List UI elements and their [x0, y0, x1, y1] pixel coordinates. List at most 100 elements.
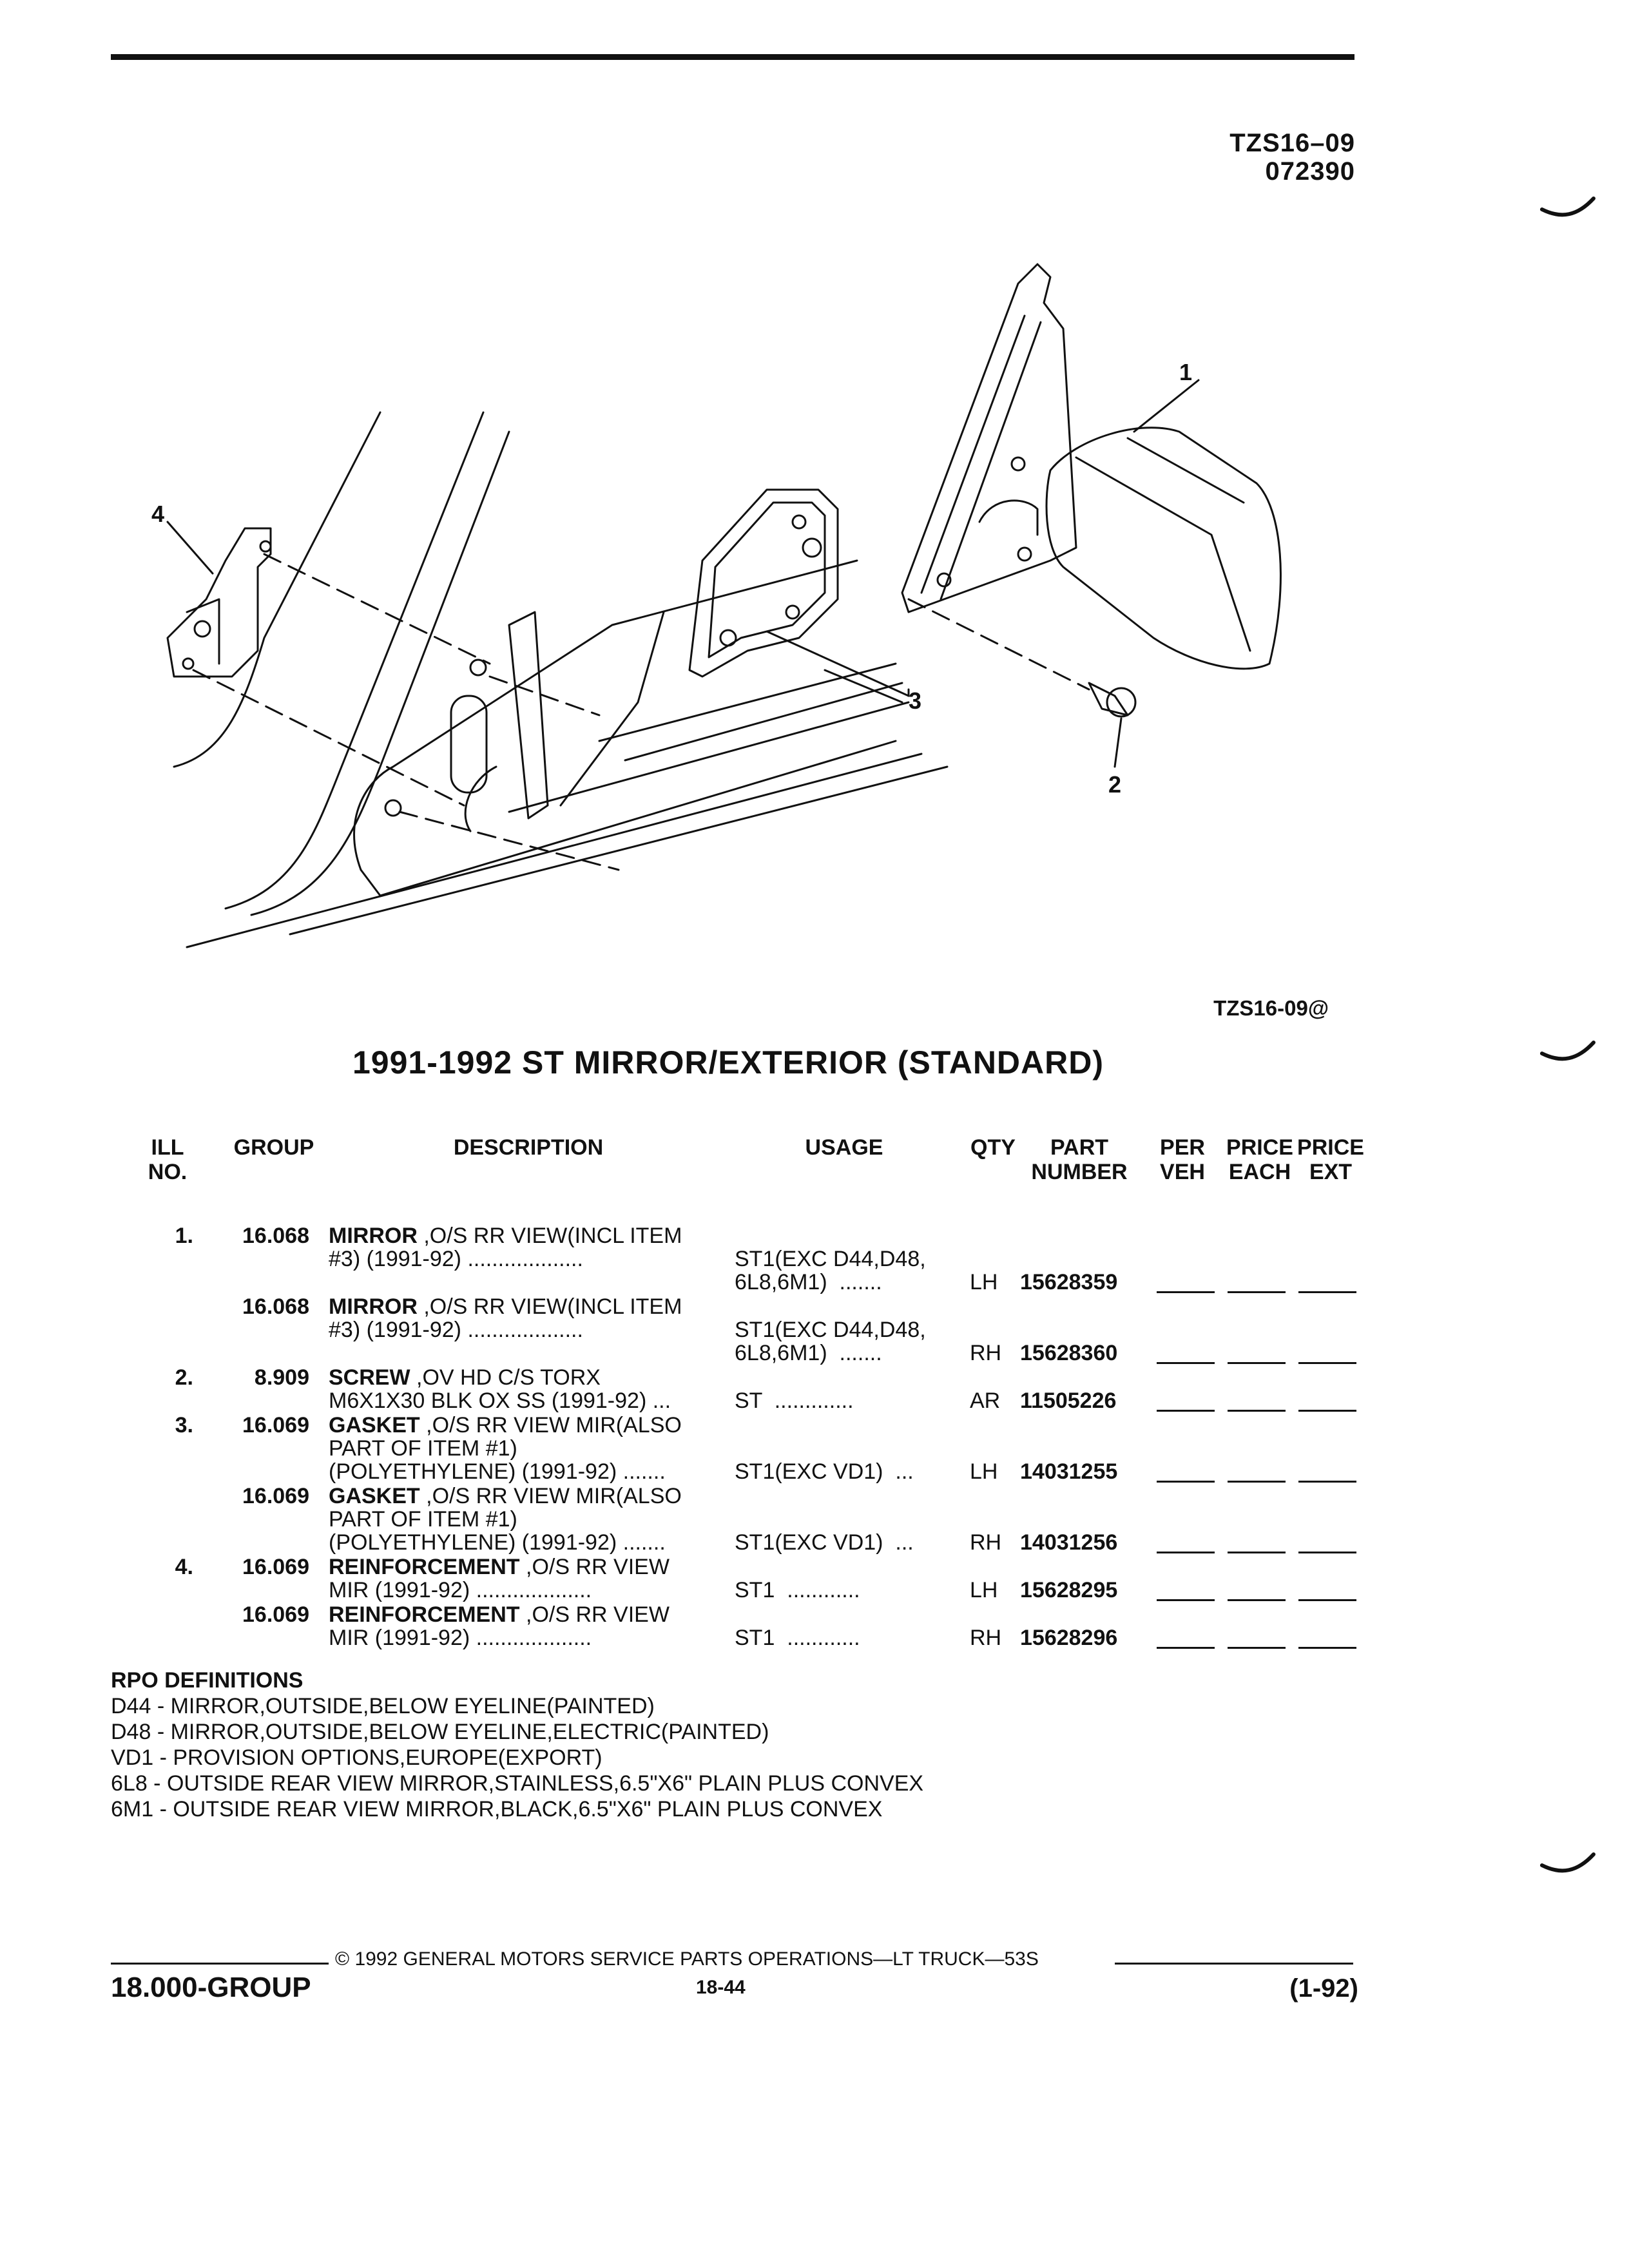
description-text: ,O/S RR VIEW(INCL ITEM: [417, 1224, 682, 1248]
part-number: 11505226: [1020, 1389, 1117, 1413]
per-veh-blank: [1157, 1410, 1215, 1412]
description-line: MIRROR ,O/S RR VIEW(INCL ITEM: [329, 1295, 682, 1318]
callout-1: 1: [1179, 359, 1192, 385]
page-title: 1991-1992 ST MIRROR/EXTERIOR (STANDARD): [0, 1044, 1629, 1081]
part-name: MIRROR: [329, 1224, 418, 1248]
part-name: SCREW: [329, 1365, 410, 1390]
ill-no: 3.: [175, 1413, 193, 1437]
price-each-blank: [1228, 1647, 1286, 1649]
header-usage: USAGE: [805, 1135, 883, 1160]
group-code: 16.069: [242, 1413, 309, 1437]
qty-side: RH: [970, 1341, 1002, 1365]
description-text: ,O/S RR VIEW(INCL ITEM: [417, 1294, 682, 1319]
footer-group: 18.000-GROUP: [111, 1972, 311, 2003]
rpo-item: 6M1 - OUTSIDE REAR VIEW MIRROR,BLACK,6.5…: [111, 1797, 883, 1821]
scan-mark: [1540, 1852, 1595, 1873]
part-number: 15628296: [1020, 1626, 1118, 1650]
per-veh-blank: [1157, 1552, 1215, 1553]
usage-line-2: ST1 ............: [735, 1626, 860, 1650]
description-line-3: (POLYETHYLENE) (1991-92) .......: [329, 1530, 666, 1555]
part-number: 14031255: [1020, 1459, 1118, 1484]
rpo-item: D48 - MIRROR,OUTSIDE,BELOW EYELINE,ELECT…: [111, 1720, 769, 1744]
description-line-2: PART OF ITEM #1): [329, 1436, 517, 1461]
figure-code: TZS16-09@: [1213, 996, 1329, 1020]
ill-no: 1.: [175, 1224, 193, 1248]
price-ext-blank: [1298, 1647, 1356, 1649]
description-text: ,O/S RR VIEW: [519, 1602, 670, 1627]
usage-line-2: ST1 ............: [735, 1578, 860, 1602]
price-each-blank: [1228, 1481, 1286, 1483]
rpo-definitions: RPO DEFINITIONS D44 - MIRROR,OUTSIDE,BEL…: [111, 1667, 923, 1822]
part-name: REINFORCEMENT: [329, 1555, 520, 1579]
header-price-ext: PRICE EXT: [1297, 1135, 1364, 1184]
qty-side: LH: [970, 1578, 998, 1602]
document-code-line2: 072390: [1265, 157, 1355, 186]
scan-mark: [1540, 197, 1595, 217]
part-number: 14031256: [1020, 1530, 1118, 1555]
description-line-2: M6X1X30 BLK OX SS (1991-92) ...: [329, 1389, 671, 1413]
usage-line-2: 6L8,6M1) .......: [735, 1270, 882, 1294]
part-number: 15628295: [1020, 1578, 1118, 1602]
page-title-text: 1991-1992 ST MIRROR/EXTERIOR (STANDARD): [352, 1044, 1104, 1081]
rpo-heading: RPO DEFINITIONS: [111, 1668, 304, 1693]
description-line: GASKET ,O/S RR VIEW MIR(ALSO: [329, 1414, 682, 1437]
price-each-blank: [1228, 1552, 1286, 1553]
usage-line-2: ST1(EXC VD1) ...: [735, 1459, 914, 1484]
price-each-blank: [1228, 1599, 1286, 1601]
exploded-mirror-illustration: 1 2 3 4: [151, 263, 1282, 948]
description-line: REINFORCEMENT ,O/S RR VIEW: [329, 1555, 670, 1579]
description-text: ,OV HD C/S TORX: [410, 1365, 601, 1390]
callout-2: 2: [1108, 771, 1121, 798]
price-each-blank: [1228, 1291, 1286, 1293]
top-rule: [111, 54, 1354, 60]
part-number: 15628360: [1020, 1341, 1118, 1365]
ill-no: 2.: [175, 1365, 193, 1390]
per-veh-blank: [1157, 1362, 1215, 1364]
part-name: GASKET: [329, 1413, 420, 1437]
usage-line-2: ST .............: [735, 1389, 854, 1413]
scan-mark: [1540, 1041, 1595, 1061]
rpo-item: D44 - MIRROR,OUTSIDE,BELOW EYELINE(PAINT…: [111, 1694, 655, 1718]
rpo-item: VD1 - PROVISION OPTIONS,EUROPE(EXPORT): [111, 1745, 602, 1770]
footer-date: (1-92): [1289, 1974, 1358, 2003]
per-veh-blank: [1157, 1481, 1215, 1483]
price-ext-blank: [1298, 1599, 1356, 1601]
description-text: ,O/S RR VIEW: [519, 1555, 670, 1579]
price-ext-blank: [1298, 1410, 1356, 1412]
footer-page-number: 18-44: [696, 1977, 746, 1998]
description-line: SCREW ,OV HD C/S TORX: [329, 1366, 601, 1389]
group-code: 16.069: [242, 1555, 309, 1579]
description-line-2: MIR (1991-92) ...................: [329, 1578, 592, 1602]
callout-4: 4: [151, 501, 164, 527]
footer-copyright: © 1992 GENERAL MOTORS SERVICE PARTS OPER…: [335, 1948, 1039, 1970]
per-veh-blank: [1157, 1291, 1215, 1293]
document-code-line1: TZS16–09: [1229, 129, 1355, 157]
header-part-number: PART NUMBER: [1031, 1135, 1128, 1184]
ill-no: 4.: [175, 1555, 193, 1579]
usage-line: ST1(EXC D44,D48,: [735, 1318, 926, 1342]
header-price-each: PRICE EACH: [1226, 1135, 1293, 1184]
description-line: REINFORCEMENT ,O/S RR VIEW: [329, 1603, 670, 1626]
header-description: DESCRIPTION: [453, 1135, 604, 1160]
price-ext-blank: [1298, 1481, 1356, 1483]
price-each-blank: [1228, 1410, 1286, 1412]
description-line: GASKET ,O/S RR VIEW MIR(ALSO: [329, 1485, 682, 1508]
price-ext-blank: [1298, 1291, 1356, 1293]
qty-side: LH: [970, 1270, 998, 1294]
description-text: ,O/S RR VIEW MIR(ALSO: [419, 1484, 682, 1508]
description-line-3: (POLYETHYLENE) (1991-92) .......: [329, 1459, 666, 1484]
part-name: REINFORCEMENT: [329, 1602, 520, 1627]
header-per-veh: PER VEH: [1160, 1135, 1205, 1184]
group-code: 16.069: [242, 1484, 309, 1508]
price-each-blank: [1228, 1362, 1286, 1364]
usage-line-2: 6L8,6M1) .......: [735, 1341, 882, 1365]
group-code: 16.068: [242, 1294, 309, 1319]
callout-3: 3: [909, 687, 921, 714]
per-veh-blank: [1157, 1599, 1215, 1601]
group-code: 16.069: [242, 1602, 309, 1627]
price-ext-blank: [1298, 1362, 1356, 1364]
description-line-2: PART OF ITEM #1): [329, 1507, 517, 1532]
description-line-2: #3) (1991-92) ...................: [329, 1318, 583, 1342]
part-name: MIRROR: [329, 1294, 418, 1319]
description-line-2: MIR (1991-92) ...................: [329, 1626, 592, 1650]
